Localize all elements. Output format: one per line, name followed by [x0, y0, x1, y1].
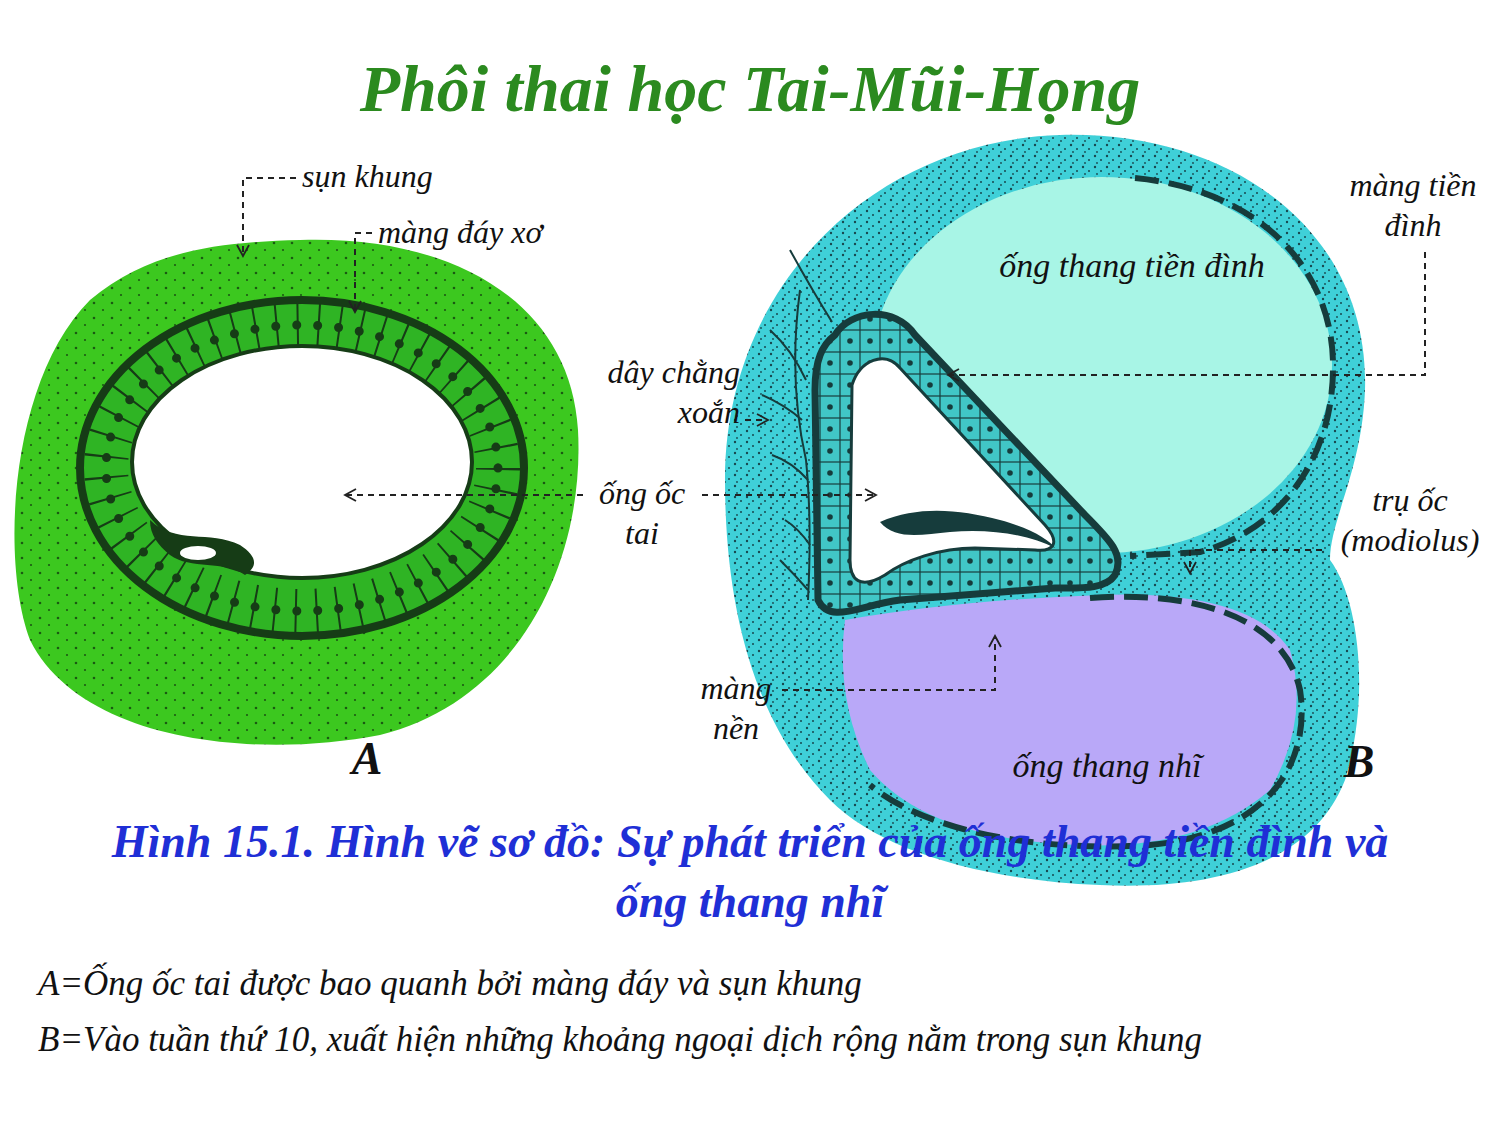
figure-caption: Hình 15.1. Hình vẽ sơ đồ: Sự phát triển … [90, 812, 1410, 932]
part-label: màng tiền đình [1338, 165, 1488, 245]
figure-note: B=Vào tuần thứ 10, xuất hiện những khoản… [38, 1018, 1202, 1062]
part-label: trụ ốc (modiolus) [1326, 480, 1494, 560]
cochlear-section-a [5, 235, 585, 745]
section-shape: ống thang tiền đình [870, 175, 1335, 560]
scala-tympani-shape [835, 585, 1310, 850]
scala-vestibuli-shape [870, 175, 1335, 560]
section-shape: A [5, 235, 585, 745]
region-label: ống thang nhĩ [1013, 745, 1202, 788]
part-label: màng nền [690, 668, 782, 748]
section-shape: ống thang nhĩ [835, 585, 1310, 850]
part-label: màng đáy xơ [378, 212, 543, 252]
page-title: Phôi thai học Tai-Mũi-Họng [0, 48, 1500, 131]
part-label: ống ốc tai [587, 473, 697, 553]
region-label: ống thang tiền đình [999, 245, 1264, 288]
panel-letter: A [352, 730, 383, 788]
part-label: sụn khung [302, 156, 433, 196]
part-label: dây chằng xoắn [572, 352, 740, 432]
figure-note: A=Ống ốc tai được bao quanh bởi màng đáy… [38, 962, 862, 1006]
section-shape: Bống thang tiền đìnhống thang nhĩ [725, 130, 1365, 890]
panel-letter: B [1344, 733, 1375, 791]
